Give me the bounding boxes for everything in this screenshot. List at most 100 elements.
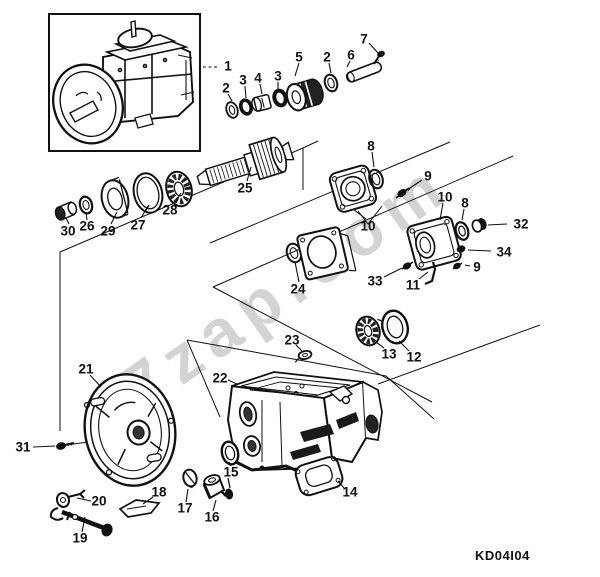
- retainer-29: [100, 176, 130, 219]
- leader-line-12: [398, 340, 410, 352]
- leader-line-17: [185, 488, 189, 503]
- callout-10: 10: [437, 190, 452, 205]
- callout-25: 25: [237, 181, 253, 196]
- leader-line-2: [227, 93, 233, 102]
- seal-8a: [368, 168, 384, 190]
- bolt-33: [401, 261, 414, 270]
- leader-line-31: [32, 445, 56, 448]
- callout-31: 31: [15, 440, 31, 455]
- cap-32: [471, 218, 487, 233]
- callout-16: 16: [204, 510, 220, 525]
- callout-9: 9: [473, 260, 481, 275]
- seal-15: [220, 440, 240, 466]
- callout-2: 2: [323, 50, 331, 65]
- leader-line-15: [228, 461, 232, 467]
- plug-30: [54, 201, 78, 221]
- callout-33: 33: [367, 274, 383, 289]
- seal-8b: [454, 221, 470, 241]
- release-fork-19: [49, 507, 113, 537]
- callout-3: 3: [274, 69, 282, 84]
- leader-line-9: [464, 264, 471, 267]
- ring-2b: [323, 73, 339, 93]
- leader-line-9: [403, 179, 423, 193]
- leader-line-3: [244, 85, 247, 99]
- flange-10b: [406, 215, 462, 271]
- callout-9: 9: [424, 169, 432, 184]
- callout-24: 24: [290, 282, 306, 297]
- leader-line-11: [418, 271, 429, 280]
- callout-4: 4: [254, 71, 262, 86]
- bearing-13: [355, 315, 381, 347]
- callout-21: 21: [78, 362, 94, 377]
- oring-3a: [238, 98, 254, 116]
- input-shaft-25: [196, 136, 295, 187]
- callout-11: 11: [406, 278, 421, 293]
- callout-2: 2: [222, 81, 230, 96]
- callout-22: 22: [212, 371, 227, 386]
- callout-13: 13: [381, 347, 397, 362]
- callout-19: 19: [72, 531, 87, 546]
- callout-29: 29: [100, 224, 115, 239]
- snap-ring-2a: [225, 101, 239, 119]
- sleeve-4: [251, 93, 272, 112]
- leader-line-19: [81, 516, 86, 533]
- callout-20: 20: [91, 494, 106, 509]
- callout-34: 34: [496, 245, 512, 260]
- leader-line-32: [487, 223, 508, 226]
- bolt-7: [373, 50, 385, 65]
- flange-10a: [328, 164, 378, 213]
- callout-10: 10: [360, 219, 375, 234]
- callout-3: 3: [239, 73, 247, 88]
- leader-line-14: [337, 480, 345, 489]
- bearing-collar-5: [285, 78, 324, 112]
- leader-line-22: [227, 379, 238, 385]
- pin-11: [424, 261, 437, 286]
- callout-12: 12: [406, 350, 421, 365]
- callout-6: 6: [347, 48, 355, 63]
- leader-line-10: [352, 208, 367, 220]
- callout-7: 7: [360, 32, 368, 47]
- leader-line-34: [467, 249, 492, 252]
- leader-line-28: [173, 192, 182, 205]
- callout-30: 30: [60, 224, 75, 239]
- callout-1: 1: [224, 59, 232, 74]
- drawing-code: KD04I04: [475, 548, 530, 563]
- leader-line-16: [212, 499, 217, 512]
- leader-line-29: [110, 211, 118, 225]
- plug-34: [456, 245, 466, 253]
- leader-line-25: [246, 166, 252, 182]
- callout-32: 32: [513, 217, 528, 232]
- bell-housing-21: [83, 373, 177, 487]
- gasket-18: [118, 499, 161, 518]
- pin-6: [345, 61, 383, 83]
- leader-line-8: [371, 151, 375, 168]
- leader-line-2: [328, 62, 332, 74]
- leader-line-4: [259, 83, 263, 95]
- leader-line-23: [295, 344, 303, 352]
- bolt-31: [56, 442, 75, 450]
- inset-assembled-transmission: [48, 13, 201, 152]
- leader-line-20: [76, 497, 92, 502]
- gear-case-22: [226, 371, 383, 474]
- oring-3b: [272, 88, 288, 108]
- callout-23: 23: [284, 333, 300, 348]
- callout-14: 14: [342, 485, 358, 500]
- callout-17: 17: [177, 501, 192, 516]
- callout-8: 8: [367, 139, 375, 154]
- leader-line-30: [65, 217, 70, 225]
- leader-line-27: [140, 205, 149, 219]
- leader-line-10: [439, 202, 444, 221]
- callout-8: 8: [461, 196, 469, 211]
- leader-line-13: [375, 341, 385, 349]
- leader-line-21: [89, 374, 102, 388]
- leader-line-24: [294, 261, 300, 283]
- bolt-9a: [395, 187, 411, 199]
- leader-line-26: [85, 212, 88, 221]
- bearing-28: [165, 170, 193, 208]
- leader-line-8: [461, 208, 465, 221]
- retainer-plate-24: [296, 226, 357, 281]
- boot-16: [202, 474, 227, 500]
- callout-27: 27: [130, 218, 145, 233]
